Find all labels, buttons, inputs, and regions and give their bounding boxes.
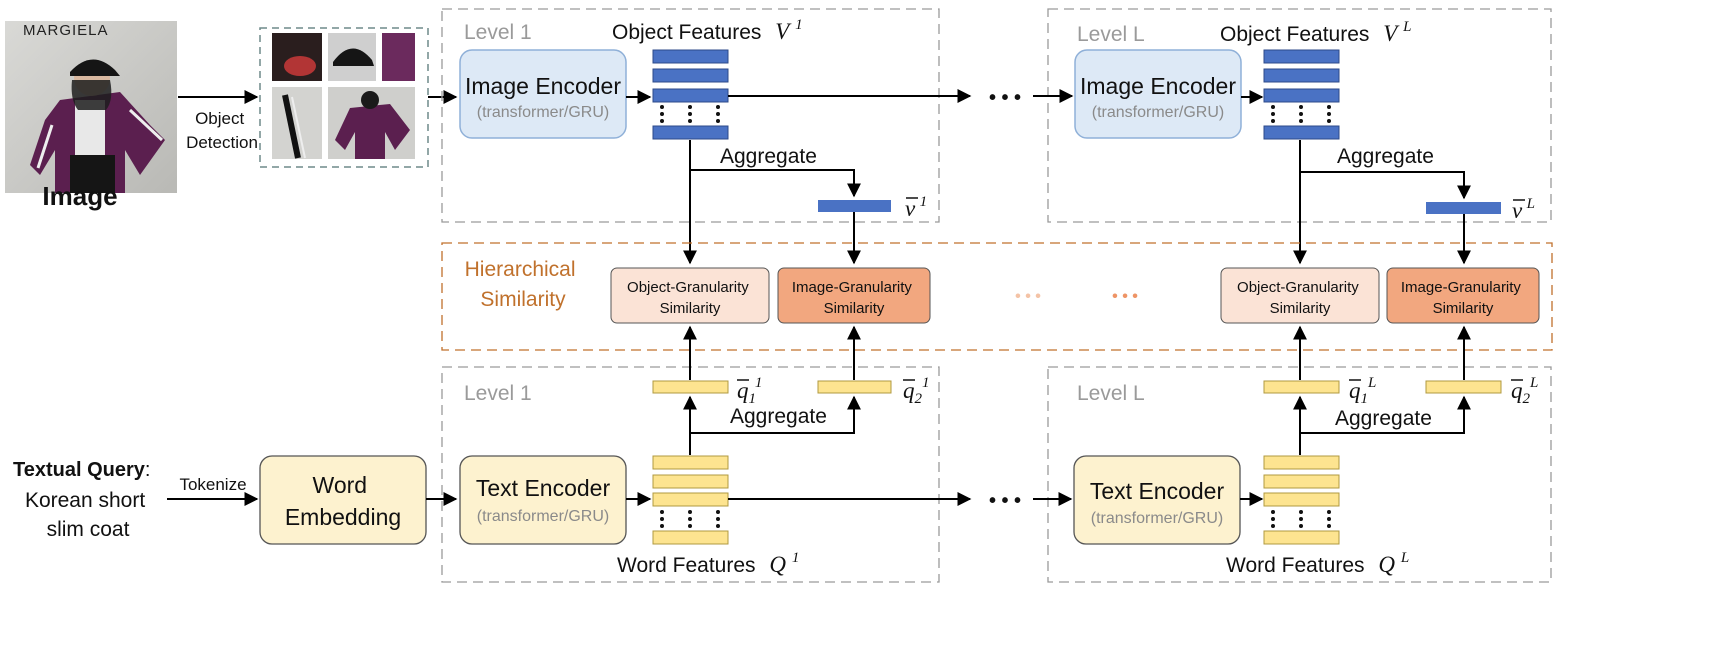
image-level-1-box [441, 8, 940, 223]
img-gran-L-line-2: Similarity [1433, 300, 1494, 317]
textual-query-colon: : [145, 459, 151, 481]
image-label: Image [42, 181, 117, 211]
hierarchical-similarity-label: Hierarchical Similarity [465, 258, 582, 311]
object-detection-line-1: Object [195, 109, 244, 128]
similarity-ellipsis-dark: • • • [1112, 288, 1138, 305]
image-encoder-L-label: Image Encoder [1080, 73, 1236, 99]
svg-text:Image-Granularity Simila: Image-Granularity Similarity [792, 279, 916, 317]
text-level-1-title: Level 1 [464, 382, 532, 405]
pooled-word-feature-q1-1 [652, 380, 729, 394]
text-level-L-box [1047, 366, 1552, 583]
object-features-symbol-L: V [1383, 21, 1400, 46]
image-level-ellipsis: • • • [989, 87, 1021, 109]
photo-person-illustration [30, 59, 165, 193]
image-encoder-1-label: Image Encoder [465, 73, 621, 99]
image-level-L-title: Level L [1077, 23, 1145, 46]
text-encoder-L-label: Text Encoder [1090, 478, 1225, 504]
object-features-sup-L: L [1402, 19, 1411, 35]
q2-bar-1: q21 [903, 375, 930, 407]
obj-gran-1-line-1: Object-Granularity [627, 279, 749, 296]
q1-bar-1: q11 [737, 375, 762, 407]
pooled-word-feature-q2-L [1425, 380, 1502, 394]
object-feature-stack-1 [652, 49, 729, 140]
q1-bar-L: q1L [1349, 375, 1376, 407]
object-detection-line-2: Detection [186, 133, 258, 152]
hierarchical-line-2: Similarity [480, 288, 566, 311]
v-bar-L: v L [1512, 196, 1535, 223]
pooled-image-feature-L [1426, 202, 1501, 214]
text-encoder-1-sub: (transformer/GRU) [477, 508, 609, 525]
word-feature-stack-L [1263, 455, 1340, 545]
svg-text:Image-Granularity Simila: Image-Granularity Similarity [1401, 279, 1525, 317]
word-features-title-L: Word Features Q L [1226, 550, 1409, 577]
detected-objects-panel [259, 27, 429, 168]
pooled-word-feature-q1-L [1263, 380, 1340, 394]
obj-gran-L-line-1: Object-Granularity [1237, 279, 1359, 296]
image-encoder-1-sub: (transformer/GRU) [477, 104, 609, 121]
textual-query-heading: Textual Query: [13, 459, 150, 481]
image-level-1-title: Level 1 [464, 21, 532, 44]
object-feature-stack-L [1263, 49, 1340, 140]
img-gran-L-line-1: Image-Granularity [1401, 279, 1522, 296]
pooled-word-feature-q2-1 [817, 380, 892, 394]
text-level-L-title: Level L [1077, 382, 1145, 405]
obj-gran-1-line-2: Similarity [660, 300, 721, 317]
image-encoder-1: Image Encoder (transformer/GRU) [459, 49, 627, 139]
image-encoder-L-sub: (transformer/GRU) [1092, 104, 1224, 121]
photo-brand-text: MARGIELA [23, 22, 109, 39]
word-embedding-line-1: Word [313, 472, 368, 498]
word-feature-stack-1 [652, 455, 729, 545]
aggregate-image-L: Aggregate [1337, 145, 1434, 168]
object-granularity-L: Object-Granularity Similarity [1220, 267, 1380, 324]
word-embedding-block: Word Embedding [259, 455, 427, 545]
object-features-text-1: Object Features [612, 21, 761, 44]
aggregate-text-L: Aggregate [1335, 407, 1432, 430]
object-features-sup-1: 1 [795, 17, 803, 33]
aggregate-text-1: Aggregate [730, 405, 827, 428]
image-granularity-1: Image-Granularity Similarity [777, 267, 931, 324]
text-level-ellipsis: • • • [989, 490, 1021, 512]
image-granularity-L: Image-Granularity Similarity [1386, 267, 1540, 324]
hierarchical-similarity-box [441, 242, 1553, 351]
q2-bar-L: q2L [1511, 375, 1538, 407]
word-features-title-1: Word Features Q 1 [617, 550, 799, 577]
tokenize-label: Tokenize [179, 475, 246, 494]
text-encoder-1-label: Text Encoder [476, 475, 611, 501]
object-features-title-L: Object Features V L [1220, 19, 1412, 46]
hierarchical-line-1: Hierarchical [465, 258, 576, 281]
svg-text:Object-Granularity Simil: Object-Granularity Similarity [627, 279, 753, 317]
text-encoder-1: Text Encoder (transformer/GRU) [459, 455, 627, 545]
svg-text:Word Embedding: Word Embedding [285, 472, 401, 530]
query-text-line-2: slim coat [47, 518, 130, 541]
aggregate-image-1: Aggregate [720, 145, 817, 168]
textual-query-label: Textual Query [13, 459, 146, 481]
object-detection-label: Object Detection [186, 109, 258, 152]
svg-text:Object-Granularity Simil: Object-Granularity Similarity [1237, 279, 1363, 317]
input-image: MARGIELA [5, 21, 177, 193]
img-gran-1-line-1: Image-Granularity [792, 279, 913, 296]
obj-gran-L-line-2: Similarity [1270, 300, 1331, 317]
pooled-image-feature-1 [818, 200, 891, 212]
query-text-line-1: Korean short [25, 489, 145, 512]
similarity-ellipsis-light: • • • [1015, 288, 1041, 305]
v-bar-1: v 1 [905, 194, 927, 221]
object-features-text-L: Object Features [1220, 23, 1369, 46]
object-features-title-1: Object Features V 1 [612, 17, 803, 44]
query-text: Korean short slim coat [25, 489, 151, 541]
img-gran-1-line-2: Similarity [824, 300, 885, 317]
object-features-symbol-1: V [775, 19, 792, 44]
text-encoder-L: Text Encoder (transformer/GRU) [1073, 455, 1241, 545]
image-encoder-L: Image Encoder (transformer/GRU) [1074, 49, 1242, 139]
crop-jacket-detail [382, 33, 415, 81]
text-encoder-L-sub: (transformer/GRU) [1091, 510, 1223, 527]
word-embedding-line-2: Embedding [285, 504, 401, 530]
object-granularity-1: Object-Granularity Similarity [610, 267, 770, 324]
